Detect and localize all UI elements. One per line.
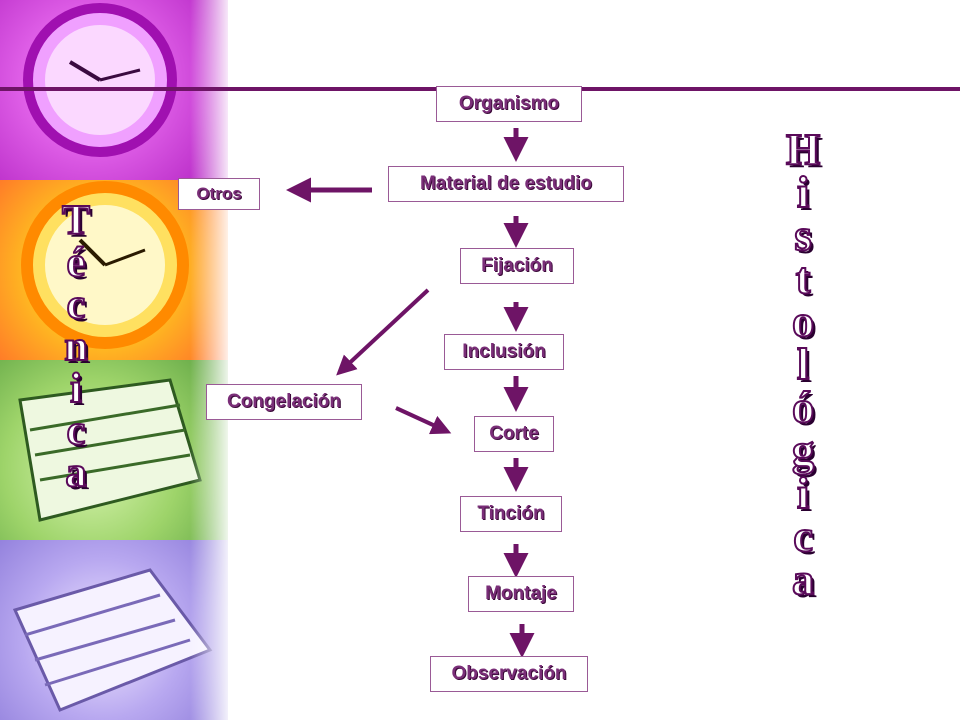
inclusion-box: Inclusión: [444, 334, 564, 370]
title-letter: s: [794, 211, 813, 260]
vertical-title-tecnica: T é c n i c a: [61, 198, 91, 496]
tincion-box: Tinción: [460, 496, 562, 532]
decorative-photo-strip: [0, 0, 228, 720]
corte-box: Corte: [474, 416, 554, 452]
organismo-box: Organismo: [436, 86, 582, 122]
sidebar-fade: [190, 0, 228, 720]
title-letter: a: [65, 450, 88, 496]
clock-icon: [21, 181, 189, 349]
arrow-congelacion-corte: [395, 406, 452, 435]
title-letter: i: [69, 366, 83, 412]
title-letter: n: [63, 324, 88, 370]
congelacion-box: Congelación: [206, 384, 362, 420]
title-letter: é: [66, 240, 87, 286]
title-letter: a: [791, 555, 815, 604]
title-letter: t: [795, 254, 812, 303]
title-letter: T: [61, 198, 91, 244]
title-letter: c: [66, 408, 87, 454]
vertical-title-histologica: H i s t o l ó g i c a: [785, 125, 821, 604]
clock-icon: [23, 3, 177, 157]
title-letter: i: [796, 469, 810, 518]
title-letter: c: [66, 282, 87, 328]
title-letter: l: [796, 340, 810, 389]
title-letter: o: [791, 297, 815, 346]
arrow-fijacion-congelacion: [336, 288, 430, 376]
otros-box: Otros: [178, 178, 260, 210]
material-de-estudio-box: Material de estudio: [388, 166, 624, 202]
fijacion-box: Fijación: [460, 248, 574, 284]
title-letter: g: [791, 426, 815, 475]
title-letter: H: [785, 125, 821, 174]
title-letter: c: [792, 512, 813, 561]
montaje-box: Montaje: [468, 576, 574, 612]
title-letter: i: [796, 168, 810, 217]
observacion-box: Observación: [430, 656, 588, 692]
title-letter: ó: [791, 383, 815, 432]
